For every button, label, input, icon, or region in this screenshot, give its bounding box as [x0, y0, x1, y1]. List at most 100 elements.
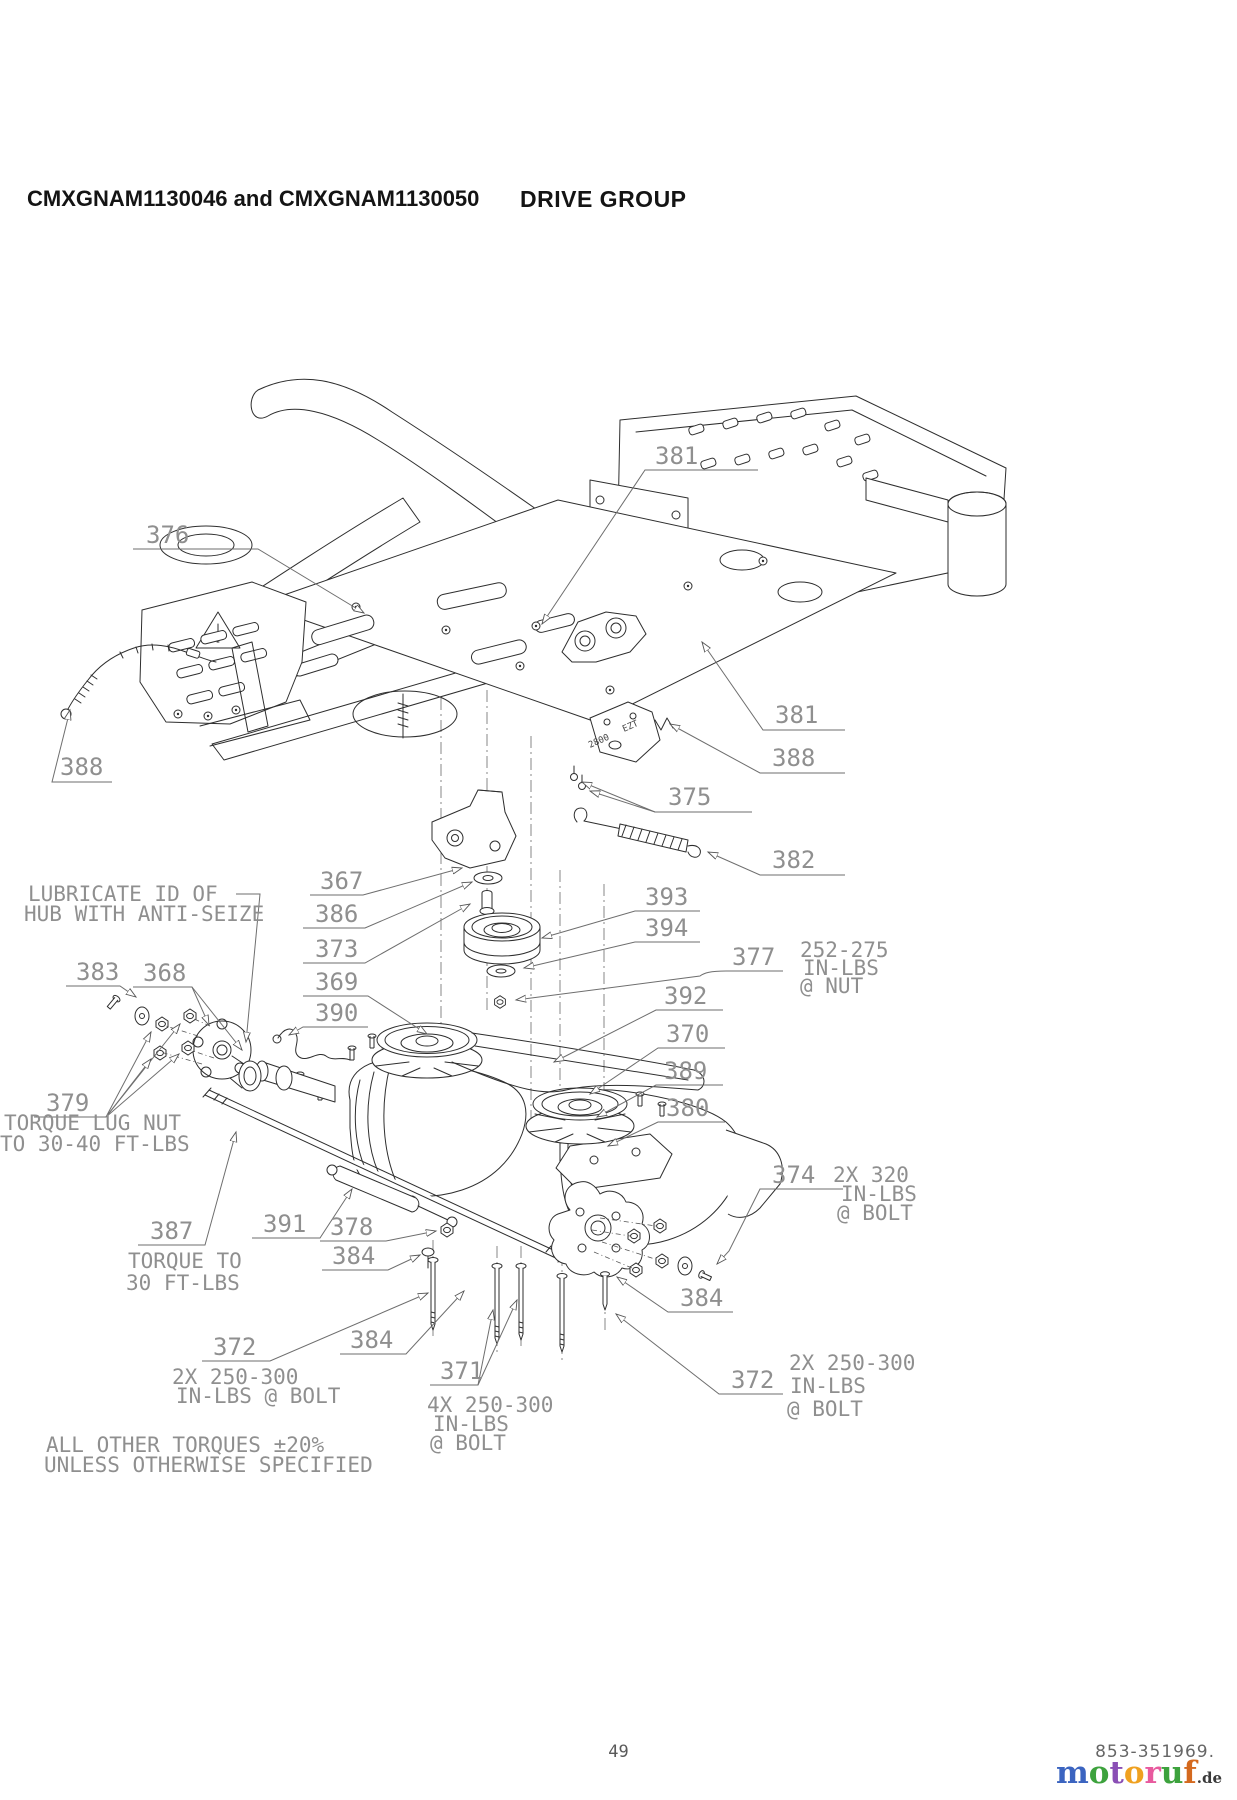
- idler-arm: [431, 789, 517, 869]
- motoruf-logo: motoruf.de: [1056, 1758, 1222, 1794]
- callout-393: 393: [542, 883, 700, 938]
- callout-label: 367: [320, 867, 363, 895]
- hub-bolt: [106, 994, 121, 1010]
- note-lubricate: LUBRICATE ID OF HUB WITH ANTI-SEIZE: [24, 882, 264, 1042]
- callout-373: 373: [303, 904, 470, 964]
- callout-label: 393: [645, 883, 688, 911]
- callout-370: 370: [590, 1020, 725, 1094]
- rear-roller: [865, 477, 1007, 597]
- callout-label: 392: [664, 982, 707, 1010]
- callout-label: 388: [772, 744, 815, 772]
- callout-367: 367: [310, 867, 462, 896]
- note-line: @ BOLT: [430, 1431, 506, 1455]
- callout-label: 384: [350, 1326, 393, 1354]
- callout-369: 369: [303, 968, 427, 1034]
- right-pulley: [532, 1087, 628, 1121]
- deck-plate: [242, 499, 897, 739]
- note-torque-lug-nut: TORQUE LUG NUT TO 30-40 FT-LBS: [0, 1111, 190, 1156]
- callout-380: 380: [608, 1094, 725, 1146]
- hub-washer: [134, 1006, 150, 1026]
- note-line: IN-LBS: [841, 1182, 917, 1206]
- callout-label: 383: [76, 958, 119, 986]
- page-number: 49: [608, 1742, 629, 1762]
- note-2x-250-300-left: 2X 250-300 IN-LBS @ BOLT: [172, 1365, 341, 1408]
- mount-washer: [421, 1247, 435, 1269]
- callout-label: 369: [315, 968, 358, 996]
- shock-absorber: [326, 1164, 458, 1228]
- logo-letter: o: [1123, 1755, 1145, 1791]
- callout-375: 375: [582, 782, 752, 813]
- callout-377: 377: [516, 943, 783, 1000]
- note-line: 2X 250-300: [789, 1351, 915, 1375]
- callout-390: 390: [289, 999, 368, 1035]
- callout-372-right: 372: [616, 1314, 783, 1395]
- callout-383: 383: [66, 958, 136, 997]
- note-2x-250-300-right: 2X 250-300 IN-LBS @ BOLT: [787, 1351, 915, 1421]
- chassis-frame-drawing: 2800 EZT: [60, 378, 1007, 1360]
- idler-nut: [494, 995, 506, 1009]
- note-252-275-nut: 252-275 IN-LBS @ NUT: [800, 938, 889, 998]
- callout-label: 391: [263, 1210, 306, 1238]
- model-codes: CMXGNAM1130046 and CMXGNAM1130050: [27, 186, 480, 211]
- note-line: ALL OTHER TORQUES ±20%: [46, 1433, 325, 1457]
- note-line: LUBRICATE ID OF: [28, 882, 218, 906]
- note-line: 30 FT-LBS: [126, 1271, 240, 1295]
- note-line: @ BOLT: [787, 1397, 863, 1421]
- shift-wire-link: [277, 1028, 351, 1061]
- callout-389: 389: [597, 1057, 723, 1117]
- note-line: 2X 320: [833, 1163, 909, 1187]
- callout-381-top: 381: [542, 442, 758, 624]
- callout-label: 376: [146, 521, 189, 549]
- brake-cable: [60, 643, 217, 720]
- logo-letter: f: [1183, 1755, 1197, 1791]
- callout-label: 394: [645, 914, 688, 942]
- document-number: 853-351969.: [1095, 1742, 1215, 1762]
- callout-label: 372: [213, 1333, 256, 1361]
- callout-label: 377: [732, 943, 775, 971]
- callout-374: 374: [717, 1161, 843, 1264]
- note-2x-320-bolt: 2X 320 IN-LBS @ BOLT: [833, 1163, 917, 1225]
- callout-372-left: 372: [202, 1293, 428, 1362]
- callout-388-cable: 388: [51, 710, 112, 783]
- callout-label: 390: [315, 999, 358, 1027]
- callout-label: 368: [143, 959, 186, 987]
- callout-label: 389: [664, 1057, 707, 1085]
- note-line: @ BOLT: [837, 1201, 913, 1225]
- callout-label: 372: [731, 1366, 774, 1394]
- note-4x-250-300: 4X 250-300 IN-LBS @ BOLT: [427, 1393, 553, 1455]
- left-hub-group: [106, 994, 262, 1092]
- callout-label: 374: [772, 1161, 815, 1189]
- logo-word: motoruf: [1056, 1755, 1197, 1791]
- pivot-bracket: [561, 611, 647, 663]
- note-line: IN-LBS: [790, 1374, 866, 1398]
- callout-386: 386: [303, 882, 472, 929]
- right-hub-group: [548, 1181, 712, 1282]
- extension-spring: [573, 807, 701, 858]
- callout-376: 376: [133, 521, 364, 613]
- callout-label: 378: [330, 1213, 373, 1241]
- flat-idler-pulley: [463, 912, 541, 965]
- logo-letter: r: [1144, 1755, 1161, 1791]
- callout-368: 368: [133, 959, 242, 1050]
- callout-384-left: 384: [322, 1242, 420, 1271]
- callout-label: 382: [772, 846, 815, 874]
- callout-371: 371: [430, 1300, 517, 1386]
- logo-letter: o: [1088, 1755, 1110, 1791]
- note-line: @ NUT: [800, 974, 864, 998]
- callout-392: 392: [554, 982, 723, 1062]
- note-line: UNLESS OTHERWISE SPECIFIED: [44, 1453, 373, 1477]
- transaxle-bracket: [555, 1133, 673, 1191]
- callout-label: 388: [60, 753, 103, 781]
- callout-391: 391: [252, 1189, 352, 1239]
- note-line: TO 30-40 FT-LBS: [0, 1132, 190, 1156]
- callout-label: 384: [332, 1242, 375, 1270]
- callout-label: 373: [315, 935, 358, 963]
- page-title: DRIVE GROUP: [520, 186, 687, 212]
- note-line: 2X 250-300: [172, 1365, 298, 1389]
- logo-suffix: .de: [1196, 1769, 1222, 1787]
- idler-washer: [486, 964, 516, 978]
- callout-label: 381: [775, 701, 818, 729]
- mounting-bolts: [427, 1257, 610, 1353]
- note-line: IN-LBS: [803, 956, 879, 980]
